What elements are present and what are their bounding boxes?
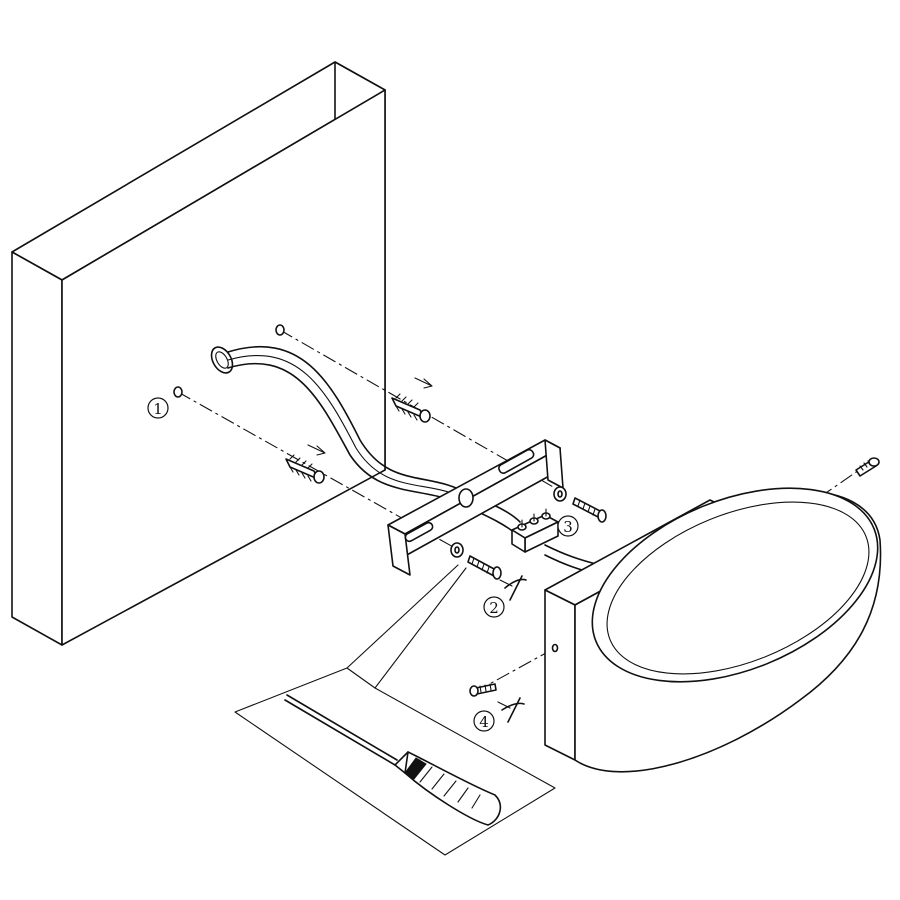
callout-3-label: 3 <box>563 518 573 536</box>
wall-panel <box>11 61 386 646</box>
callout-3: 3 <box>557 515 579 537</box>
lamp-housing <box>544 487 882 773</box>
washer-upper <box>553 486 567 502</box>
callout-4-label: 4 <box>479 713 489 731</box>
callout-2: 2 <box>483 596 505 618</box>
callout-4: 4 <box>473 710 495 732</box>
callout-2-label: 2 <box>489 599 499 617</box>
screw-lamp-top <box>855 457 880 477</box>
callout-1-label: 1 <box>153 400 163 418</box>
wall-plug-lower <box>285 444 326 484</box>
screwdriver-inset <box>234 564 556 856</box>
washer-lower <box>450 542 464 558</box>
cable-clip-side <box>497 697 525 723</box>
screw-lower <box>467 555 502 580</box>
terminal-block <box>511 508 559 553</box>
mounting-bracket <box>387 439 564 576</box>
screw-lamp-side <box>469 683 497 697</box>
screw-upper <box>572 497 607 523</box>
callout-1: 1 <box>147 397 169 419</box>
screwdriver-icon <box>284 694 502 826</box>
drill-holes <box>173 324 285 398</box>
cable-clip <box>499 575 527 601</box>
wall-plug-upper <box>391 377 433 423</box>
